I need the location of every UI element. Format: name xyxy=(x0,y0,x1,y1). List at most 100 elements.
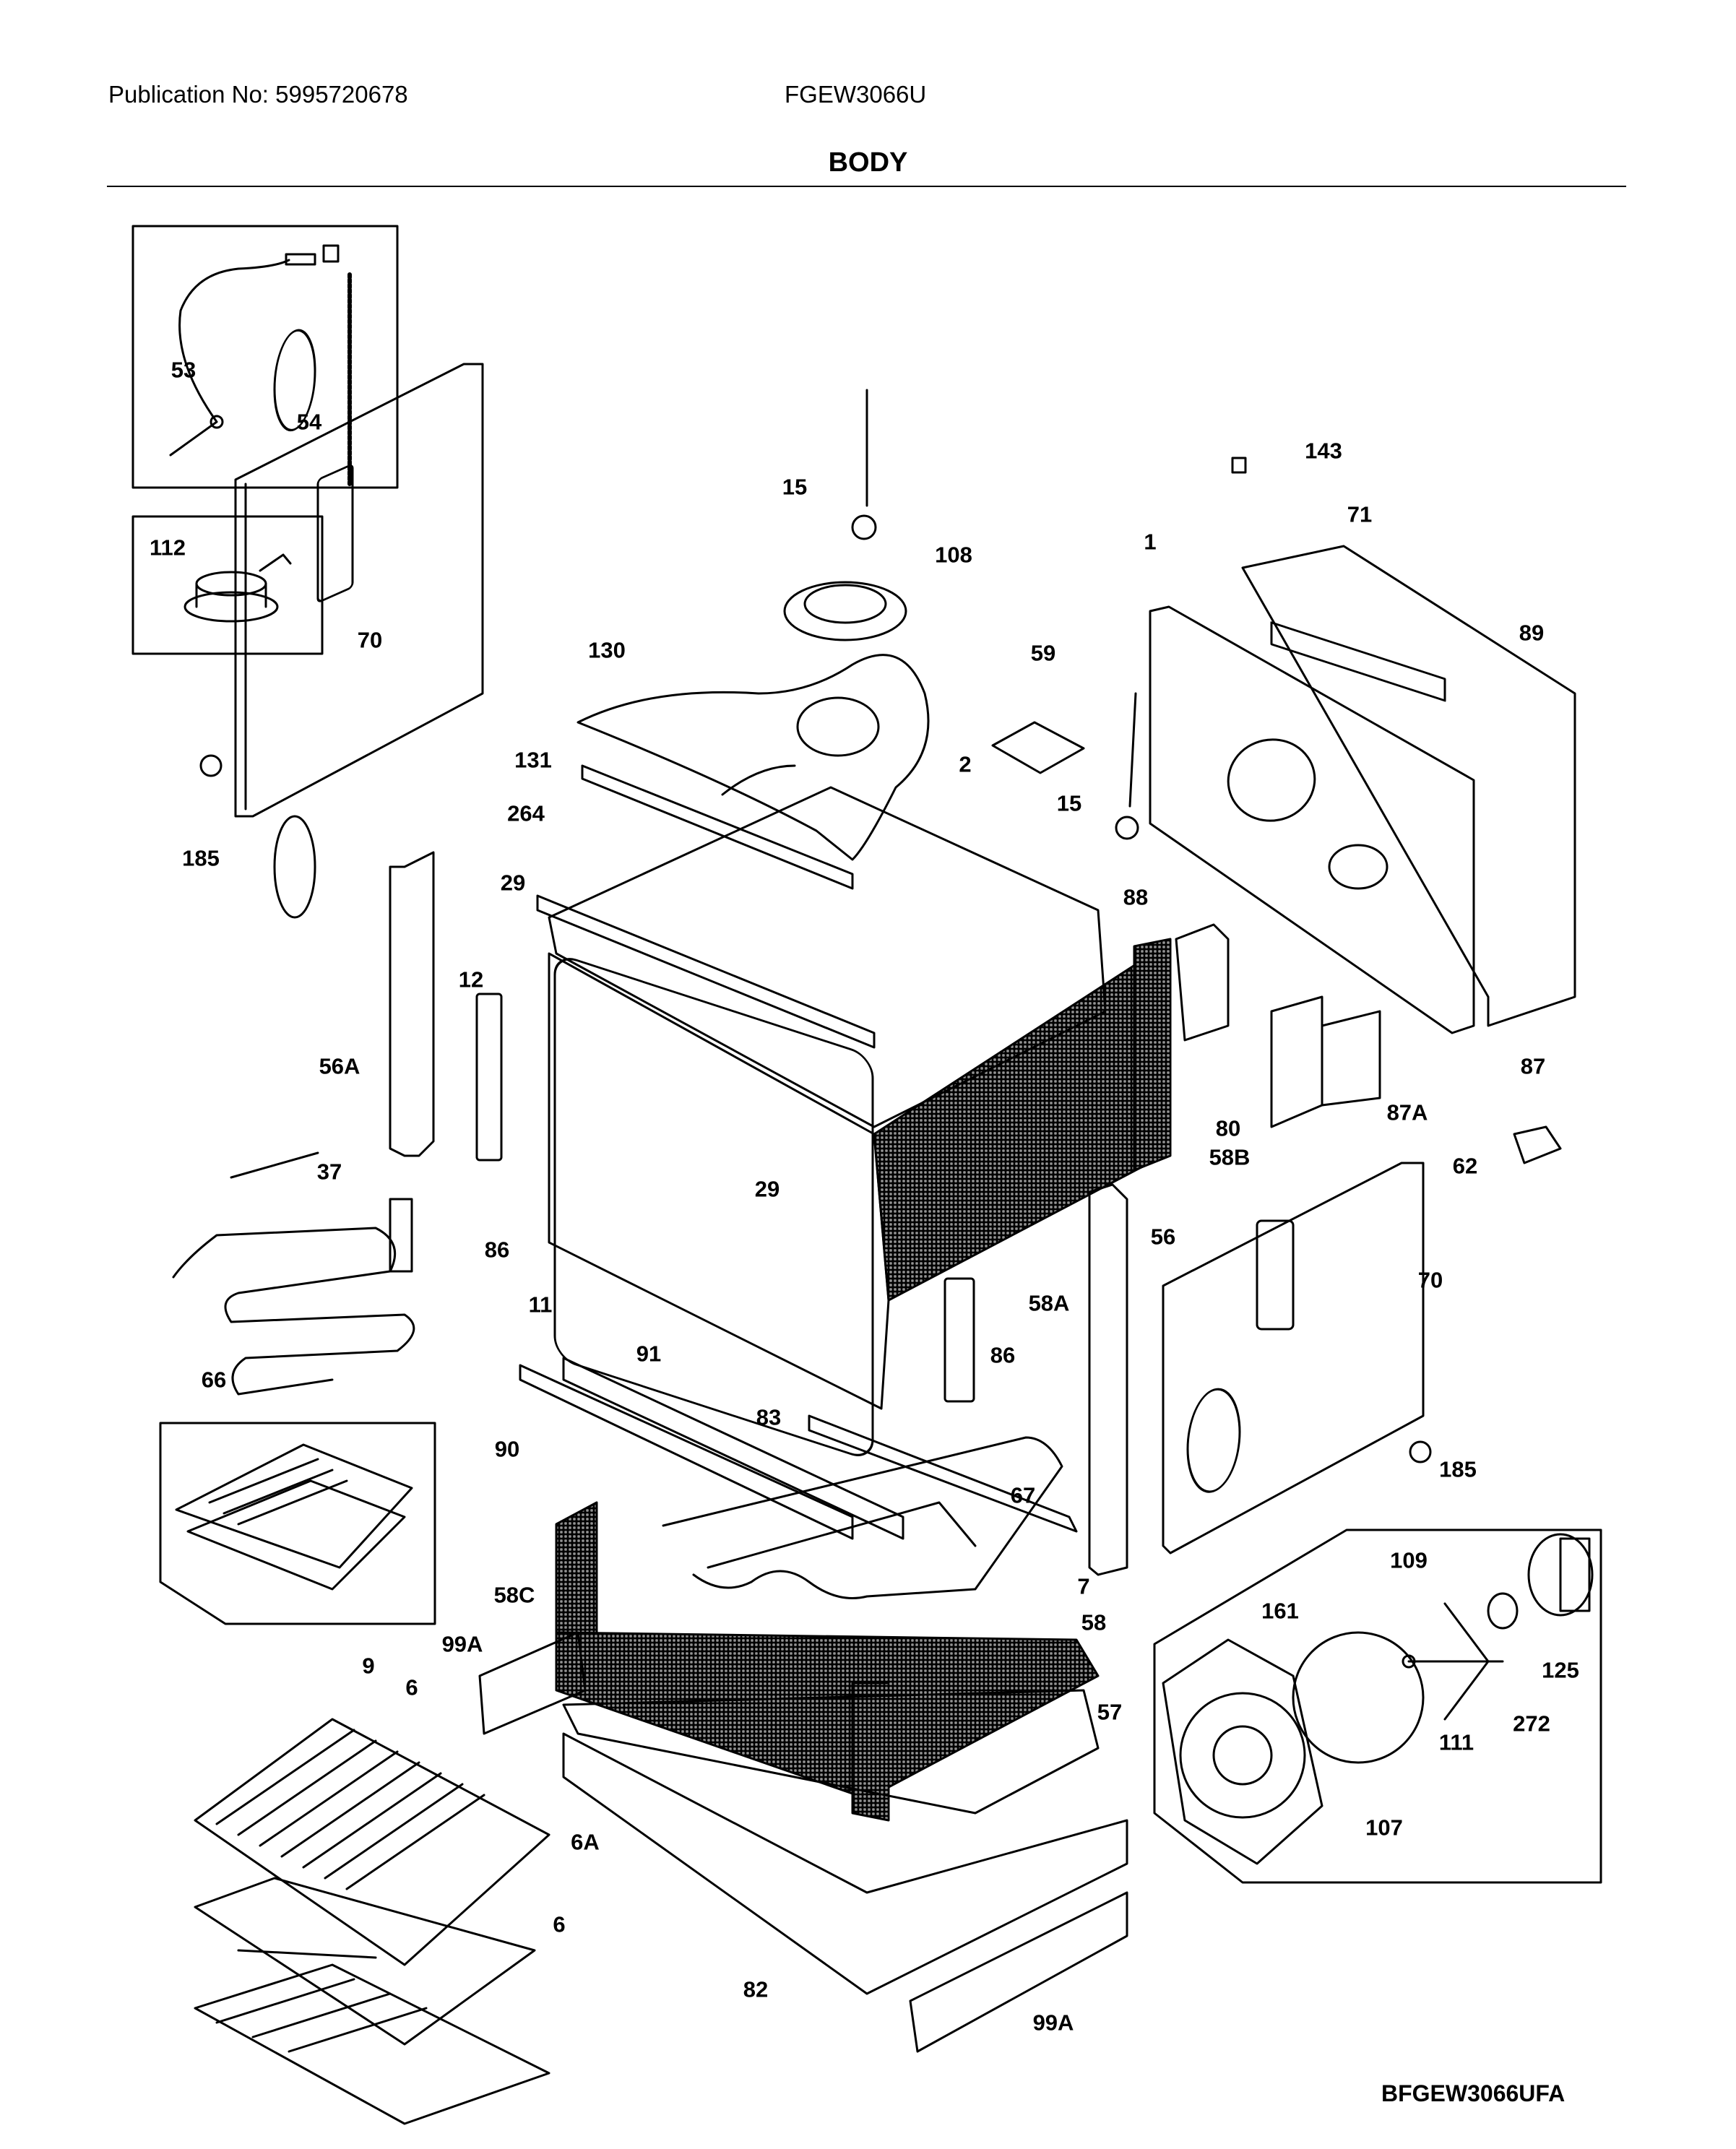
broil-pan-part xyxy=(175,1443,413,1591)
probe-receptacle-part xyxy=(322,244,352,486)
bottom-insulation-flap-part xyxy=(851,1682,890,1822)
convection-motor-part xyxy=(1115,692,1139,840)
convection-fan-cover-part xyxy=(1162,1638,1323,1865)
callout-label: 99A xyxy=(441,1631,483,1657)
hinge-receptacle-left-part xyxy=(1175,923,1230,1042)
oven-rack-bottom-part xyxy=(194,1963,550,2125)
hinge-receptacle-right-part xyxy=(1270,995,1323,1128)
callout-label: 99A xyxy=(1032,2010,1074,2036)
callout-label: 66 xyxy=(201,1367,227,1393)
control-board-part xyxy=(991,721,1085,774)
callout-label: 83 xyxy=(756,1404,782,1430)
bottom-insulation-part xyxy=(555,1631,1100,1800)
broil-pan-inset-box xyxy=(159,1422,436,1625)
callout-label: 57 xyxy=(1097,1699,1123,1725)
callout-label: 91 xyxy=(636,1341,662,1367)
callout-label: 88 xyxy=(1123,884,1149,910)
callout-label: 70 xyxy=(357,627,383,653)
callout-label: 264 xyxy=(507,800,545,826)
left-side-panel-part xyxy=(234,329,484,919)
callout-label: 12 xyxy=(458,967,484,993)
callout-label: 1 xyxy=(1144,529,1157,555)
element-shield-part xyxy=(519,1364,854,1540)
callout-label: 53 xyxy=(170,357,197,383)
callout-label: 86 xyxy=(484,1237,510,1263)
callout-label: 2 xyxy=(959,751,972,777)
leveling-leg-right-part xyxy=(1409,1440,1432,1463)
base-bracket-left-part xyxy=(478,1631,587,1735)
callout-label: 15 xyxy=(1056,790,1082,816)
callout-label: 11 xyxy=(528,1292,553,1318)
blower-housing-part xyxy=(576,654,930,861)
callout-label: 89 xyxy=(1519,620,1545,646)
callout-label: 54 xyxy=(296,409,322,435)
callout-label: 125 xyxy=(1542,1657,1579,1683)
callout-label: 109 xyxy=(1390,1547,1428,1573)
wire-clip-part xyxy=(1231,457,1247,474)
callout-label: 58C xyxy=(493,1582,535,1608)
callout-label: 58 xyxy=(1081,1609,1107,1635)
front-frame-part xyxy=(536,894,876,1049)
callout-label: 59 xyxy=(1030,640,1056,666)
back-panel-part xyxy=(1149,605,1475,1034)
side-rail-right-part xyxy=(1088,1183,1128,1576)
convection-fan-blade-part xyxy=(1407,1602,1504,1721)
callout-label: 90 xyxy=(494,1436,520,1462)
callout-label: 58A xyxy=(1028,1290,1070,1316)
callout-label: 112 xyxy=(149,535,186,561)
callout-label: 6 xyxy=(405,1674,418,1700)
model-number: FGEW3066U xyxy=(785,81,927,108)
frame-base-part xyxy=(562,1732,1128,1995)
thermostat-inset-box xyxy=(131,515,324,655)
fan-nut-part xyxy=(1402,1654,1416,1669)
oven-cavity-part xyxy=(548,786,1172,1456)
callout-label: 71 xyxy=(1347,501,1373,527)
callout-label: 15 xyxy=(782,474,808,500)
callout-label: 29 xyxy=(754,1176,780,1202)
side-rail-left-part xyxy=(389,851,435,1157)
callout-label: 108 xyxy=(935,542,972,568)
callout-label: 185 xyxy=(1439,1456,1477,1482)
right-side-panel-part xyxy=(1162,1162,1425,1555)
callout-label: 111 xyxy=(1438,1729,1474,1755)
callout-label: 7 xyxy=(1077,1573,1090,1599)
callout-label: 86 xyxy=(990,1342,1016,1368)
cooling-fan-motor-part xyxy=(783,389,907,641)
callout-label: 130 xyxy=(588,637,626,663)
callout-label: 87 xyxy=(1520,1053,1546,1079)
callout-label: 185 xyxy=(182,845,220,871)
base-bracket-right-part xyxy=(909,1891,1128,2053)
callout-label: 67 xyxy=(1010,1482,1036,1508)
callout-label: 80 xyxy=(1215,1115,1241,1141)
bake-element-part xyxy=(662,1436,1063,1599)
callout-label: 37 xyxy=(316,1159,342,1185)
convection-element-part xyxy=(1292,1631,1425,1764)
callout-label: 56 xyxy=(1150,1224,1176,1250)
callout-label: 6A xyxy=(571,1829,600,1855)
probe-inset-box xyxy=(131,225,399,489)
title-divider xyxy=(107,186,1626,187)
callout-label: 143 xyxy=(1305,438,1342,464)
callout-label: 29 xyxy=(500,870,526,896)
front-frame-lower-part xyxy=(562,1357,904,1540)
callout-label: 58B xyxy=(1209,1144,1251,1170)
bottom-pan-part xyxy=(562,1689,1100,1815)
callout-label: 107 xyxy=(1365,1815,1403,1841)
callout-label: 6 xyxy=(553,1911,566,1937)
terminal-block-part xyxy=(1513,1125,1562,1164)
publication-number: Publication No: 5995720678 xyxy=(108,81,408,108)
callout-label: 161 xyxy=(1261,1598,1299,1624)
hinge-right-part xyxy=(943,1277,975,1403)
callout-label: 131 xyxy=(514,747,552,773)
convection-motor-assembly-part xyxy=(1527,1533,1594,1617)
broil-element-part xyxy=(172,1198,415,1396)
callout-label: 62 xyxy=(1452,1153,1478,1179)
callout-label: 272 xyxy=(1513,1711,1550,1737)
thermostat-part xyxy=(183,553,292,623)
top-cover-part xyxy=(581,764,854,890)
callout-label: 70 xyxy=(1417,1267,1443,1293)
rear-bracket-part xyxy=(808,1414,1078,1533)
page-title: BODY xyxy=(828,147,908,178)
callout-label: 87A xyxy=(1386,1099,1428,1125)
